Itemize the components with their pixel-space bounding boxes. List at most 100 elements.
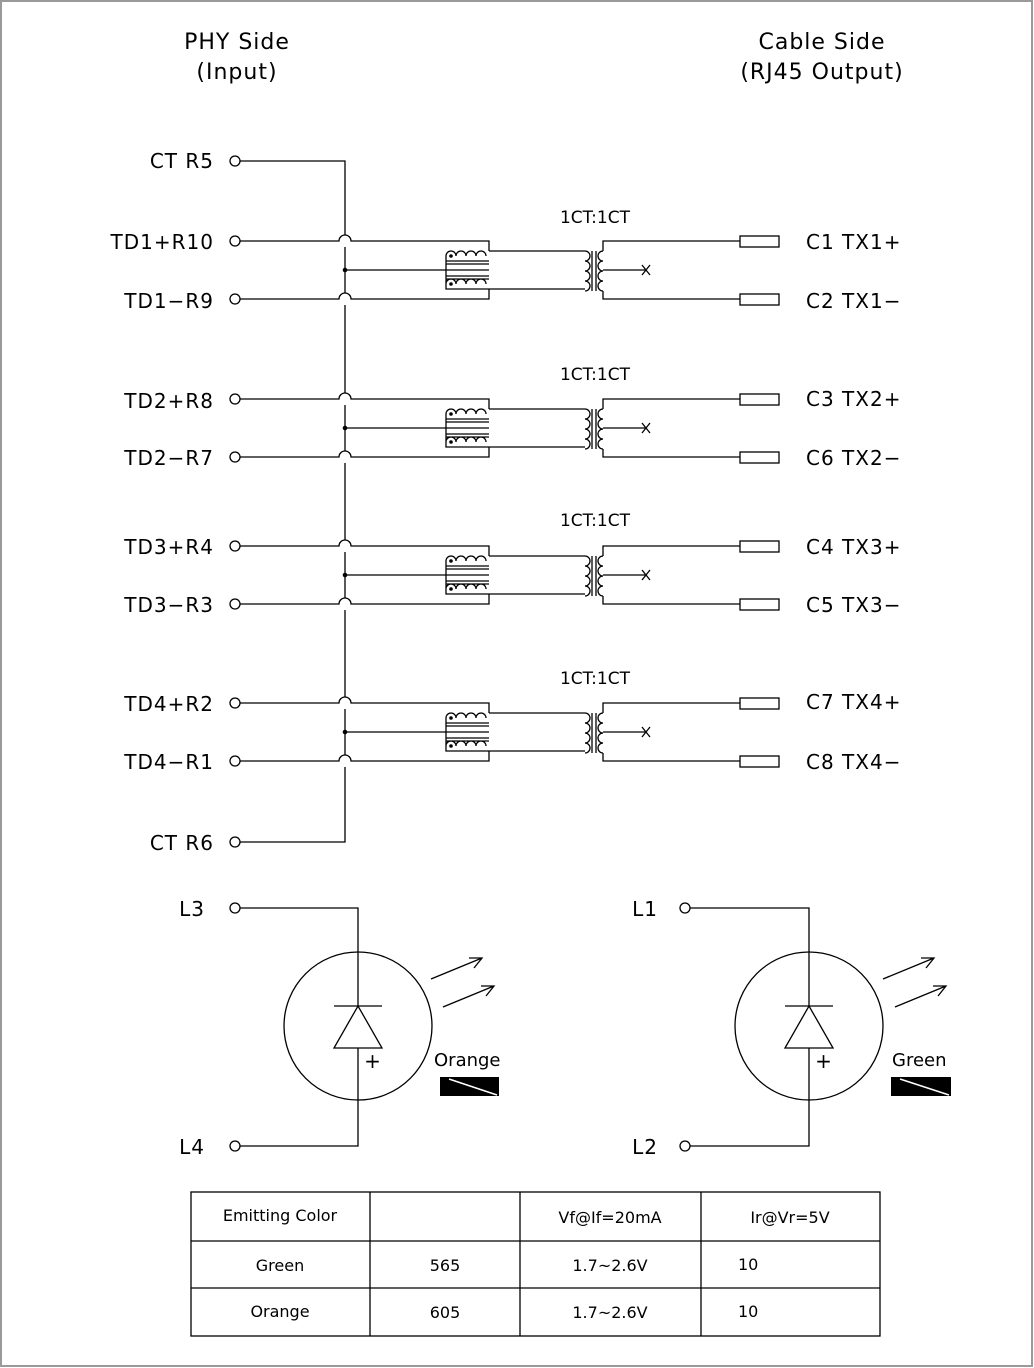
channel-4-ratio: 1CT:1CT xyxy=(560,669,631,689)
c5-connector-pin xyxy=(739,598,780,611)
ct-r6-terminal xyxy=(229,836,241,848)
row-1-vf: 1.7~2.6V xyxy=(572,1256,647,1275)
l4-label: L4 xyxy=(179,1135,205,1159)
channel-1-nc-mark xyxy=(641,264,651,276)
td3-junction-dot xyxy=(342,572,348,578)
channel-1-ratio: 1CT:1CT xyxy=(560,208,631,228)
c1-tx1-plus-label: C1 TX1+ xyxy=(806,230,901,254)
channel-1: 1CT:1CT TD1+R10 TD1−R9 C1 TX1+ C2 TX1− xyxy=(110,208,901,313)
td2-plus-label: TD2+R8 xyxy=(123,389,214,413)
td3-plus-terminal xyxy=(229,540,241,552)
td3-input-wires xyxy=(240,539,490,605)
table-grid xyxy=(191,1192,880,1336)
row-2-ir: 10 xyxy=(738,1302,758,1321)
row-2-vf: 1.7~2.6V xyxy=(572,1303,647,1322)
td2-input-wires xyxy=(240,392,490,458)
orange-led: L3 L4 + Orange xyxy=(179,897,500,1159)
c5-tx3-minus-label: C5 TX3− xyxy=(806,593,901,617)
orange-led-arrow-2 xyxy=(442,985,496,1008)
channel-4-dot-b xyxy=(449,744,453,748)
c4-connector-pin xyxy=(739,540,780,553)
cable-side-header: Cable Side (RJ45 Output) xyxy=(740,30,903,85)
row-1-color: Green xyxy=(256,1256,304,1275)
td4-plus-terminal xyxy=(229,697,241,709)
row-1-ir: 10 xyxy=(738,1255,758,1274)
orange-led-arrow-1 xyxy=(430,957,484,980)
table-row: Green 565 1.7~2.6V 10 xyxy=(256,1255,759,1275)
channel-3: 1CT:1CT TD3+R4 TD3−R3 C4 TX3+ C5 TX3− xyxy=(123,511,901,617)
green-led-arrow-1 xyxy=(882,957,936,980)
channel-2-ratio: 1CT:1CT xyxy=(560,365,631,385)
c3-connector-pin xyxy=(739,393,780,406)
table-border xyxy=(190,1191,881,1337)
c3-tx2-plus-label: C3 TX2+ xyxy=(806,387,901,411)
c2-connector-pin xyxy=(739,293,780,306)
channel-2-common-mode-choke xyxy=(445,408,489,448)
td1-plus-terminal xyxy=(229,235,241,247)
td1-plus-label: TD1+R10 xyxy=(110,230,214,254)
header-emitting-color: Emitting Color xyxy=(223,1206,338,1225)
channel-1-transformer xyxy=(489,240,740,300)
channel-4-common-mode-choke xyxy=(445,712,489,752)
c8-tx4-minus-label: C8 TX4− xyxy=(806,750,901,774)
c6-tx2-minus-label: C6 TX2− xyxy=(806,446,901,470)
channel-2-dot-a xyxy=(449,412,453,416)
green-led-body xyxy=(734,951,884,1101)
c2-tx1-minus-label: C2 TX1− xyxy=(806,289,901,313)
orange-led-wires xyxy=(240,907,359,1147)
ct-r5-terminal xyxy=(229,155,241,167)
channel-1-common-mode-choke xyxy=(445,250,489,290)
td1-minus-terminal xyxy=(229,293,241,305)
ct-r5-label: CT R5 xyxy=(150,149,214,173)
td1-input-wires xyxy=(240,234,490,300)
channel-4: 1CT:1CT TD4+R2 TD4−R1 C7 TX4+ C8 TX4− xyxy=(123,669,901,774)
td3-minus-terminal xyxy=(229,598,241,610)
phy-side-header: PHY Side (Input) xyxy=(184,30,289,85)
table-row: Orange 605 1.7~2.6V 10 xyxy=(250,1302,758,1322)
channel-3-nc-mark xyxy=(641,569,651,581)
c4-tx3-plus-label: C4 TX3+ xyxy=(806,535,901,559)
table-header-row: Emitting Color Vf@If=20mA Ir@Vr=5V xyxy=(223,1206,830,1227)
c6-connector-pin xyxy=(739,451,780,464)
l1-terminal xyxy=(679,902,691,914)
cable-side-subtitle: (RJ45 Output) xyxy=(740,60,903,85)
row-2-wavelength: 605 xyxy=(430,1303,461,1322)
c7-connector-pin xyxy=(739,697,780,710)
green-led-diode-symbol xyxy=(783,1004,835,1049)
l3-terminal xyxy=(229,902,241,914)
channel-4-transformer xyxy=(489,702,740,762)
orange-swatch xyxy=(440,1077,499,1096)
l4-terminal xyxy=(229,1140,241,1152)
channel-3-transformer xyxy=(489,545,740,605)
td4-input-wires xyxy=(240,696,490,762)
row-1-wavelength: 565 xyxy=(430,1256,461,1275)
td3-plus-label: TD3+R4 xyxy=(123,535,214,559)
green-color-label: Green xyxy=(892,1050,947,1071)
orange-color-label: Orange xyxy=(434,1050,501,1071)
channel-1-dot-a xyxy=(449,254,453,258)
td2-plus-terminal xyxy=(229,393,241,405)
row-2-color: Orange xyxy=(250,1302,309,1321)
l3-label: L3 xyxy=(179,897,205,921)
channel-2: 1CT:1CT TD2+R8 TD2−R7 C3 TX2+ C6 TX2− xyxy=(123,365,901,470)
orange-led-diode-symbol xyxy=(332,1004,384,1049)
td1-junction-dot xyxy=(342,267,348,273)
header-ir: Ir@Vr=5V xyxy=(750,1208,829,1227)
orange-led-body xyxy=(283,951,433,1101)
channel-2-nc-mark xyxy=(641,422,651,434)
orange-led-plus: + xyxy=(364,1049,382,1073)
td4-junction-dot xyxy=(342,729,348,735)
channel-3-common-mode-choke xyxy=(445,555,489,595)
l2-terminal xyxy=(679,1140,691,1152)
channel-2-transformer xyxy=(489,398,740,458)
td4-minus-label: TD4−R1 xyxy=(123,750,214,774)
td4-plus-label: TD4+R2 xyxy=(123,692,214,716)
ct-r6-label: CT R6 xyxy=(150,831,214,855)
l2-label: L2 xyxy=(632,1135,658,1159)
td4-minus-terminal xyxy=(229,755,241,767)
channel-4-dot-a xyxy=(449,716,453,720)
td1-minus-label: TD1−R9 xyxy=(123,289,214,313)
channel-3-dot-b xyxy=(449,587,453,591)
